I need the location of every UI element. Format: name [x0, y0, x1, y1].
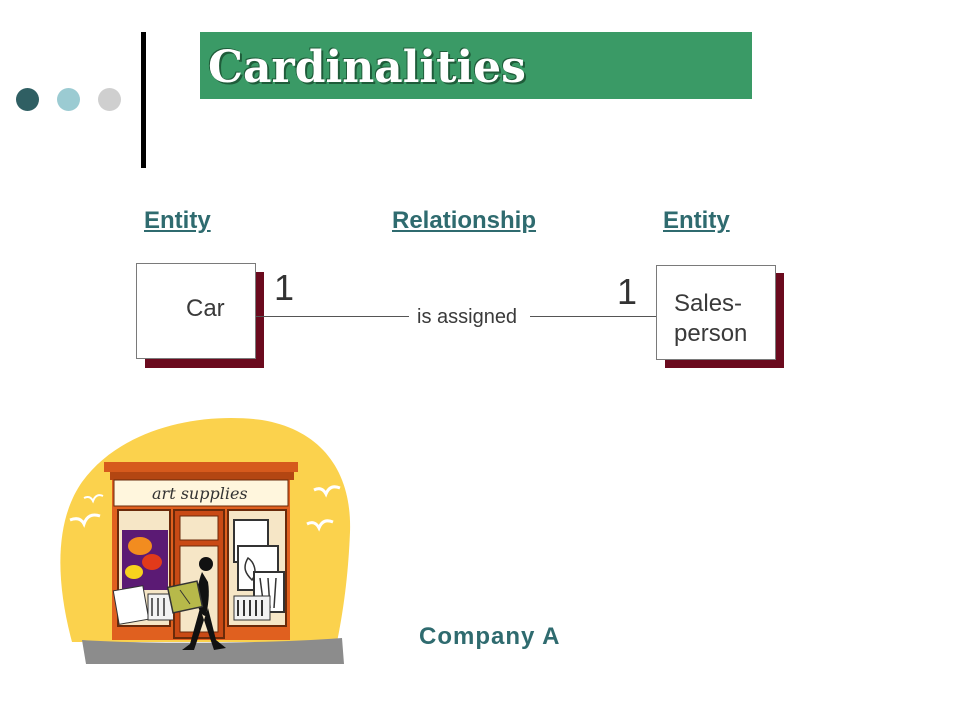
- decorative-dot-light: [57, 88, 80, 111]
- relationship-line-left: [256, 316, 409, 317]
- relationship-line-right: [530, 316, 656, 317]
- cardinality-left: 1: [274, 267, 295, 308]
- entity-salesperson-box: [656, 265, 776, 360]
- shop-sign-text: art supplies: [152, 484, 248, 503]
- art-supplies-shop-clipart: art supplies: [60, 417, 351, 664]
- decorative-vertical-bar: [141, 32, 146, 168]
- decorative-dot-grey: [98, 88, 121, 111]
- relationship-label: is assigned: [417, 306, 518, 328]
- heading-relationship: Relationship: [392, 207, 537, 234]
- entity-car-label: Car: [186, 295, 225, 322]
- cardinality-right: 1: [617, 271, 638, 312]
- decorative-dot-dark: [16, 88, 39, 111]
- heading-entity-left: Entity: [144, 207, 211, 234]
- title-band: [200, 32, 752, 99]
- company-label: Company A: [419, 623, 561, 650]
- heading-entity-right: Entity: [663, 207, 730, 234]
- entity-car-box: [136, 263, 256, 359]
- entity-salesperson-label: Sales- person: [674, 290, 748, 347]
- slide-title: Cardinalities: [208, 42, 526, 93]
